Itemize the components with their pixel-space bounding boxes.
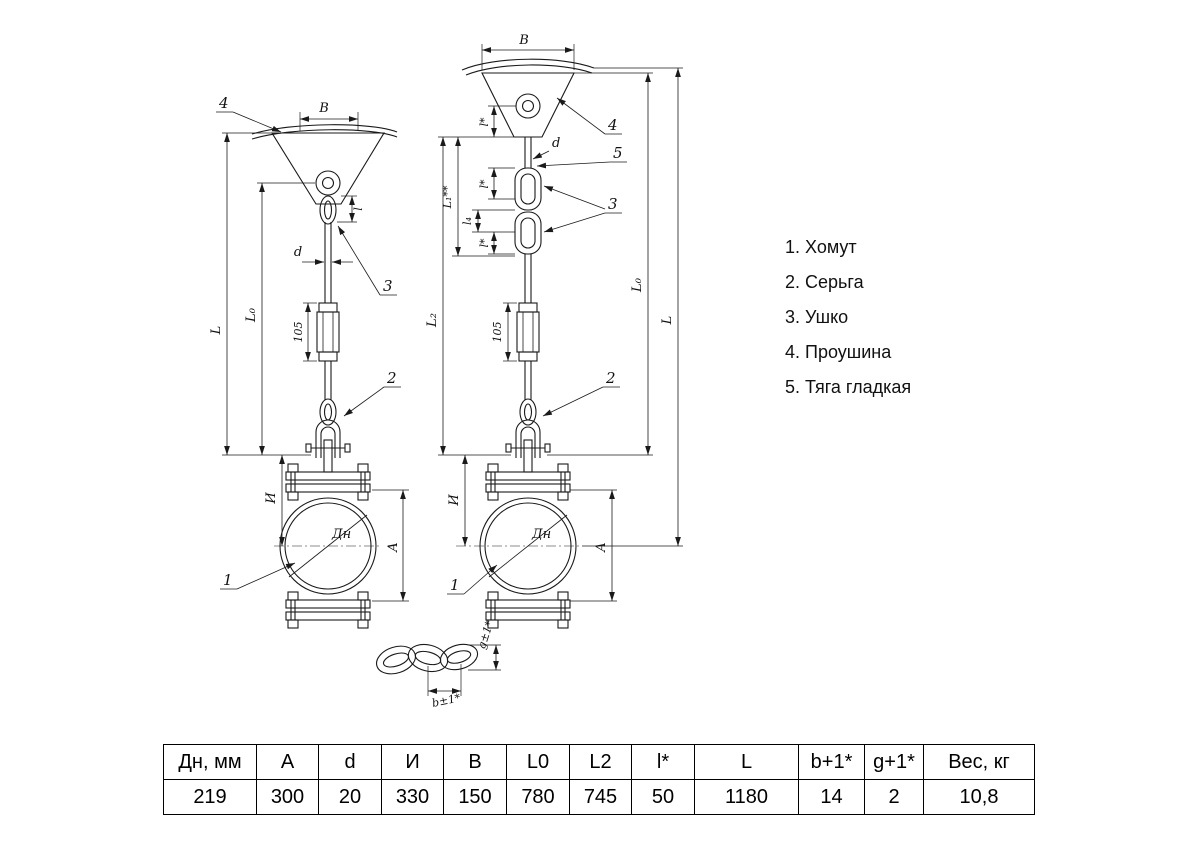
lug-bracket	[481, 72, 575, 138]
value-l: 1180	[694, 779, 799, 815]
col-header-l0: L0	[506, 744, 570, 780]
col-header-i: И	[381, 744, 444, 780]
col-header-l2: L2	[569, 744, 632, 780]
dim-label-dn-right: Дн	[531, 527, 551, 542]
legend-item-serga: 2. Серьга	[785, 272, 864, 292]
legend-item-tyaga: 5. Тяга гладкая	[785, 377, 912, 397]
dim-label-d-right: d	[552, 136, 560, 151]
callout-4-left: 4	[218, 94, 229, 112]
value-b1: 14	[798, 779, 865, 815]
dim-label-A-right: А	[594, 542, 609, 553]
pipe-clamp: Дн	[456, 463, 582, 629]
value-d: 20	[318, 779, 382, 815]
dim-label-I-left: И	[264, 492, 279, 505]
col-header-a: А	[256, 744, 319, 780]
dim-label-dn-left: Дн	[331, 527, 351, 542]
callout-4-right: 4	[607, 116, 618, 134]
dimensions-table: Дн, мм А d И В L0 L2 l* L b+1* g+1* Вес,…	[163, 744, 1035, 815]
dim-label-L-left: L	[209, 326, 224, 336]
table-value-row: 219 300 20 330 150 780 745 50 1180 14 2 …	[163, 779, 1035, 815]
left-dimensions: В l d 105 L L₀ И А	[209, 101, 409, 602]
value-lstar: 50	[631, 779, 695, 815]
col-header-b: В	[443, 744, 507, 780]
callout-3-right: 3	[608, 195, 618, 213]
callout-5-right: 5	[613, 144, 623, 162]
callout-3-left: 3	[383, 277, 393, 295]
dim-label-L0-left: L₀	[244, 307, 259, 323]
callout-2-right: 2	[605, 369, 616, 387]
col-header-lstar: l*	[631, 744, 695, 780]
shackle	[305, 398, 351, 473]
eye-links	[514, 167, 542, 255]
left-assembly: Дн В l d 105 L L₀	[209, 94, 409, 629]
pipe-clamp: Дн	[274, 463, 382, 629]
support-surface	[251, 124, 398, 140]
col-header-dn: Дн, мм	[163, 744, 257, 780]
right-dimensions: В l* l* l₄ l* L₁** 105 L₂	[425, 33, 683, 602]
dim-label-d-left: d	[294, 245, 302, 260]
table-header-row: Дн, мм А d И В L0 L2 l* L b+1* g+1* Вес,…	[163, 744, 1035, 780]
legend-item-proushina: 4. Проушина	[785, 342, 892, 362]
shackle	[505, 398, 551, 473]
value-a: 300	[256, 779, 319, 815]
dim-label-lb-right: l*	[478, 179, 491, 189]
dim-label-L0-right: L₀	[630, 277, 645, 293]
dim-label-105-left: 105	[292, 322, 305, 343]
parts-legend: 1. Хомут 2. Серьга 3. Ушко 4. Проушина 5…	[785, 236, 911, 411]
right-callouts: 4 d 5 3 2 1	[447, 97, 627, 595]
left-callouts: 4 3 2 1	[216, 94, 401, 590]
callout-1-right: 1	[450, 576, 460, 594]
col-header-b1: b+1*	[798, 744, 865, 780]
value-l0: 780	[506, 779, 570, 815]
legend-item-khomut: 1. Хомут	[785, 237, 857, 257]
value-l2: 745	[569, 779, 632, 815]
value-g1: 2	[864, 779, 924, 815]
dim-label-lc-right: l*	[478, 238, 491, 248]
dim-label-la-right: l*	[478, 117, 491, 127]
rod	[524, 137, 532, 400]
dim-label-b-right: В	[518, 33, 529, 48]
callout-2-left: 2	[386, 369, 397, 387]
turnbuckle	[516, 302, 540, 362]
value-i: 330	[381, 779, 444, 815]
value-ves: 10,8	[923, 779, 1035, 815]
dim-label-L-right: L	[660, 316, 675, 326]
col-header-g1: g+1*	[864, 744, 924, 780]
dim-label-L2-right: L₂	[425, 313, 440, 328]
rod	[324, 222, 332, 400]
value-dn: 219	[163, 779, 257, 815]
dim-label-b-detail: b±1*	[431, 691, 462, 710]
dim-label-g-detail: g±1*	[475, 619, 496, 651]
col-header-l: L	[694, 744, 799, 780]
right-assembly: Дн В l* l* l₄ l* L₁**	[425, 33, 683, 629]
support-surface	[461, 58, 595, 76]
col-header-d: d	[318, 744, 382, 780]
value-b: 150	[443, 779, 507, 815]
technical-drawing: Дн В l d 105 L L₀	[209, 33, 683, 710]
dim-label-105-right: 105	[491, 322, 504, 343]
dim-label-b-left: В	[318, 101, 329, 116]
dim-label-I-right: И	[447, 494, 462, 507]
turnbuckle	[316, 302, 340, 362]
dim-label-l-left: l	[352, 207, 365, 211]
dim-label-A-left: А	[386, 542, 401, 553]
col-header-ves: Вес, кг	[923, 744, 1035, 780]
upper-link	[319, 195, 337, 225]
chain-detail: g±1* b±1*	[376, 619, 501, 710]
lug-bracket	[271, 132, 385, 205]
dim-label-l4-right: l₄	[461, 217, 474, 225]
legend-item-ushko: 3. Ушко	[785, 307, 849, 327]
callout-1-left: 1	[223, 571, 233, 589]
